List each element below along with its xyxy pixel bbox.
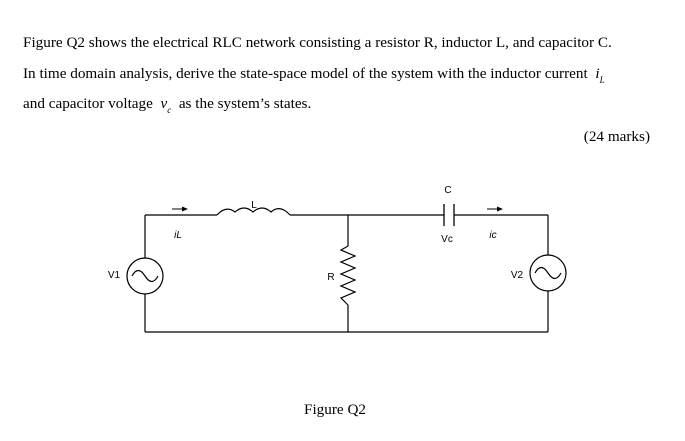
inductor-current-symbol: i	[595, 65, 600, 82]
inductor-label: L	[251, 200, 257, 211]
source-v1-label: V1	[108, 270, 121, 281]
current-arrow-il	[172, 206, 188, 212]
voltage-source-v1	[126, 257, 164, 295]
resistor-label: R	[327, 272, 334, 283]
inductor-current-subscript: L	[599, 75, 605, 85]
question-line-2-text: In time domain analysis, derive the stat…	[23, 65, 588, 82]
resistor-symbol	[339, 245, 357, 306]
inductor-current-label: iL	[174, 230, 182, 241]
question-line-2: In time domain analysis, derive the stat…	[23, 64, 663, 85]
marks-label: (24 marks)	[583, 128, 650, 145]
capacitor-voltage-label: Vc	[441, 234, 453, 245]
question-line-3-text-b: as the system’s states.	[178, 95, 312, 112]
capacitor-voltage-subscript: c	[167, 105, 172, 115]
capacitor-label: C	[444, 185, 451, 196]
circuit-wires	[144, 214, 549, 333]
question-line-3-text-a: and capacitor voltage	[23, 95, 153, 112]
source-v2-label: V2	[511, 270, 524, 281]
figure-caption: Figure Q2	[304, 401, 367, 418]
capacitor-voltage-symbol: v	[160, 95, 168, 112]
current-arrow-ic	[487, 206, 503, 212]
question-line-1: Figure Q2 shows the electrical RLC netwo…	[23, 34, 612, 51]
question-line-3: and capacitor voltage vc as the system’s…	[23, 94, 663, 115]
voltage-source-v2	[529, 254, 567, 292]
capacitor-current-label: ic	[489, 230, 496, 241]
capacitor-symbol	[443, 204, 455, 226]
inductor-symbol	[216, 207, 291, 216]
